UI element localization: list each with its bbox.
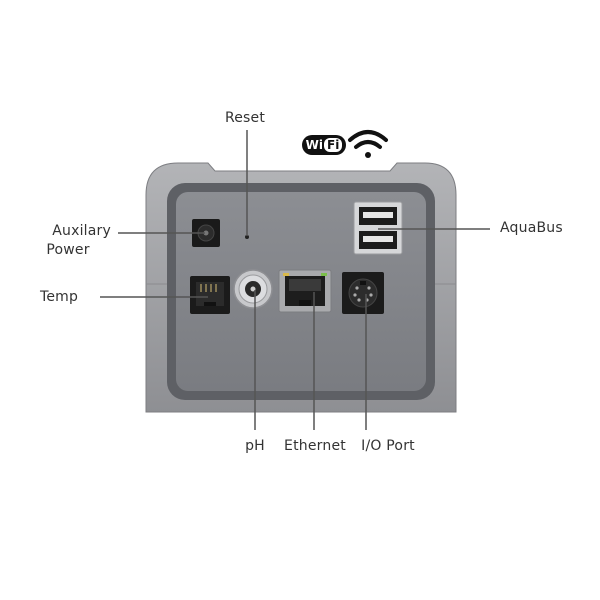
label-ph: pH [245, 438, 265, 454]
label-auxiliary-line1: Auxilary [52, 223, 111, 239]
wifi-signal-icon [348, 130, 388, 158]
temp-jack [190, 276, 230, 314]
ph-bnc-connector [233, 269, 273, 309]
label-temp: Temp [40, 289, 79, 305]
leader-lines [100, 130, 490, 430]
wifi-logo-wi: Wi [305, 138, 324, 152]
reset-pinhole [245, 235, 249, 239]
label-io-port: I/O Port [361, 438, 415, 454]
label-auxiliary-line2: Power [46, 242, 90, 258]
label-ethernet: Ethernet [284, 438, 346, 454]
wifi-logo-fi: Fi [324, 138, 343, 152]
io-port [342, 272, 384, 314]
auxiliary-power-jack [192, 219, 220, 247]
label-aquabus: AquaBus [500, 220, 563, 236]
aquabus-usb-ports [353, 201, 403, 255]
label-auxiliary-power: Auxilary Power [25, 222, 111, 260]
label-reset: Reset [224, 110, 266, 126]
ethernet-port [278, 269, 332, 313]
